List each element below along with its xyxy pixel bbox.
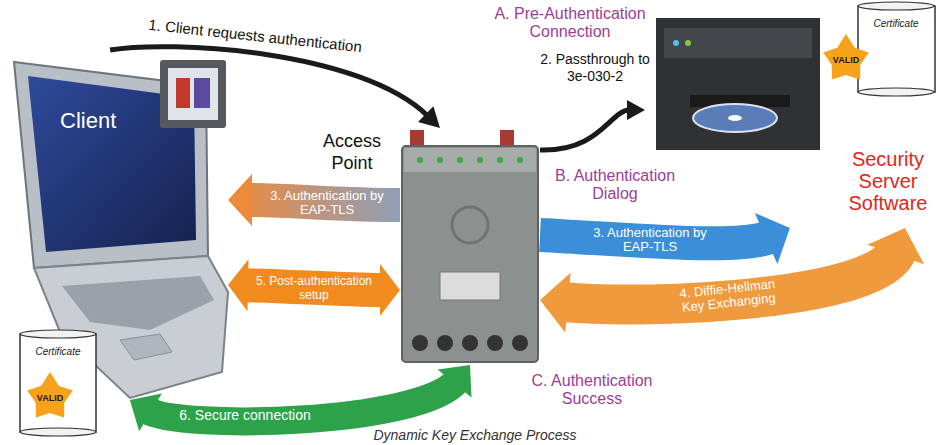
scroll-curl <box>20 428 96 436</box>
laptop-touchpad <box>120 334 172 360</box>
arrow-head <box>228 174 252 226</box>
arrow-head <box>418 106 440 128</box>
cable-port <box>437 335 453 351</box>
disc <box>693 104 777 132</box>
cable-port <box>512 335 528 351</box>
arrow-head <box>755 213 790 264</box>
flow-arrow <box>540 213 790 264</box>
arrow-head <box>228 259 249 311</box>
node-label: Security Server Software <box>832 148 944 214</box>
valid-stamp: VALID <box>37 393 63 404</box>
phase-label: C. Authentication Success <box>512 372 672 408</box>
valid-stamp: VALID <box>833 55 859 66</box>
figure-caption: Dynamic Key Exchange Process <box>373 427 576 444</box>
server-bezel <box>664 28 812 58</box>
step-label: 5. Post-authentication setup <box>252 274 376 302</box>
valid-star <box>27 372 73 417</box>
arrow-band <box>540 110 630 150</box>
arrow-head <box>540 273 571 333</box>
arrow-head <box>130 394 162 432</box>
status-led <box>457 157 463 163</box>
server-light <box>673 40 679 46</box>
phase-label: A. Pre-Authentication Connection <box>483 5 658 41</box>
status-panel <box>404 148 536 172</box>
arrow-head <box>627 100 645 120</box>
laptop-keyboard <box>62 276 214 330</box>
status-led <box>497 157 503 163</box>
valid-star <box>823 34 869 79</box>
certificate-title: Certificate <box>873 18 918 30</box>
flow-arrow <box>540 100 645 150</box>
flow-arrow <box>228 174 400 226</box>
pc-card-face <box>168 68 218 120</box>
status-led <box>417 157 423 163</box>
status-led <box>477 157 483 163</box>
arrow-head <box>438 365 472 398</box>
cable-port <box>412 335 428 351</box>
node-label: Access Point <box>312 130 392 174</box>
status-led <box>517 157 523 163</box>
flow-arrow <box>110 47 440 128</box>
certificate-title: Certificate <box>35 346 80 358</box>
scroll-curl <box>858 88 934 96</box>
arrow-band <box>110 47 428 116</box>
laptop-lid <box>14 62 208 268</box>
status-led <box>437 157 443 163</box>
arrow-head <box>867 228 924 264</box>
pc-card <box>160 60 226 128</box>
certificate-scroll <box>858 6 935 92</box>
step-label: 3. Authentication by EAP-TLS <box>265 189 389 217</box>
cable-port <box>487 335 503 351</box>
pc-card-logo <box>194 78 210 108</box>
node-label: Client <box>60 108 116 134</box>
step-label: 2. Passthrough to 3e-030-2 <box>534 51 656 85</box>
access-point-housing <box>402 146 538 362</box>
pc-card-logo <box>176 78 190 108</box>
scroll-curl <box>20 330 96 338</box>
flow-arrow <box>130 365 472 431</box>
security-server: Security Server Software <box>645 10 950 228</box>
access-point: Access Point <box>400 128 540 365</box>
disc-hole <box>728 115 742 121</box>
server-chassis <box>656 18 820 150</box>
step-label: 1. Client requests authentication <box>147 16 362 56</box>
cable-port <box>462 335 478 351</box>
certificate-scroll <box>20 334 96 432</box>
phase-label: B. Authentication Dialog <box>540 167 690 203</box>
flow-arrow <box>228 259 400 316</box>
server-light <box>685 40 691 46</box>
arrow-head <box>380 264 400 316</box>
scroll-curl <box>858 2 934 10</box>
step-label: 3. Authentication by EAP-TLS <box>588 226 712 254</box>
flow-arrow <box>540 228 924 333</box>
device-plate <box>440 272 500 300</box>
step-label: 6. Secure connection <box>179 407 311 424</box>
device-logo <box>452 207 488 243</box>
